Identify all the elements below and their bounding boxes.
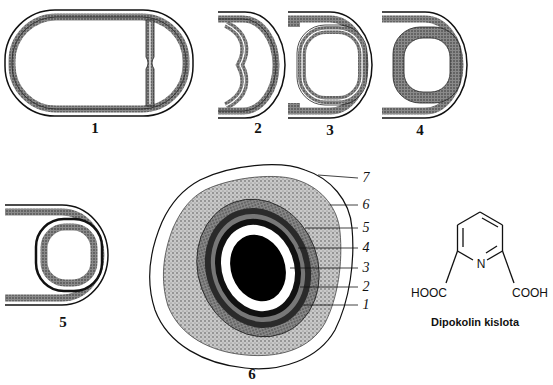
- stage-number: 3: [326, 123, 334, 138]
- callout-number: 6: [363, 198, 370, 212]
- stage-number: 1: [91, 121, 99, 136]
- callout-number: 3: [363, 261, 370, 275]
- compound-name: Dipokolin kislota: [431, 317, 519, 328]
- leader-lines: [290, 175, 358, 305]
- stage-number: 4: [416, 123, 424, 138]
- group-label: HOOC: [410, 287, 448, 299]
- callout-number: 4: [363, 241, 370, 255]
- group-label: COOH: [511, 287, 549, 299]
- callout-number: 1: [363, 298, 370, 312]
- mature-spore: [150, 165, 353, 369]
- stage-5-cell: [5, 205, 108, 305]
- stage-1-cell: [5, 10, 193, 116]
- stage-number: 6: [248, 367, 256, 382]
- stage-number: 5: [59, 315, 67, 330]
- callout-number: 2: [363, 280, 370, 294]
- stage-2-cell: [218, 12, 285, 118]
- stage-4-cell: [382, 12, 467, 118]
- callout-number: 5: [363, 221, 370, 235]
- callout-number: 7: [363, 171, 370, 185]
- dipicolinic-acid-structure: [446, 212, 514, 283]
- atom-label: N: [476, 258, 487, 270]
- stage-number: 2: [254, 121, 262, 136]
- stage-3-cell: [288, 12, 372, 118]
